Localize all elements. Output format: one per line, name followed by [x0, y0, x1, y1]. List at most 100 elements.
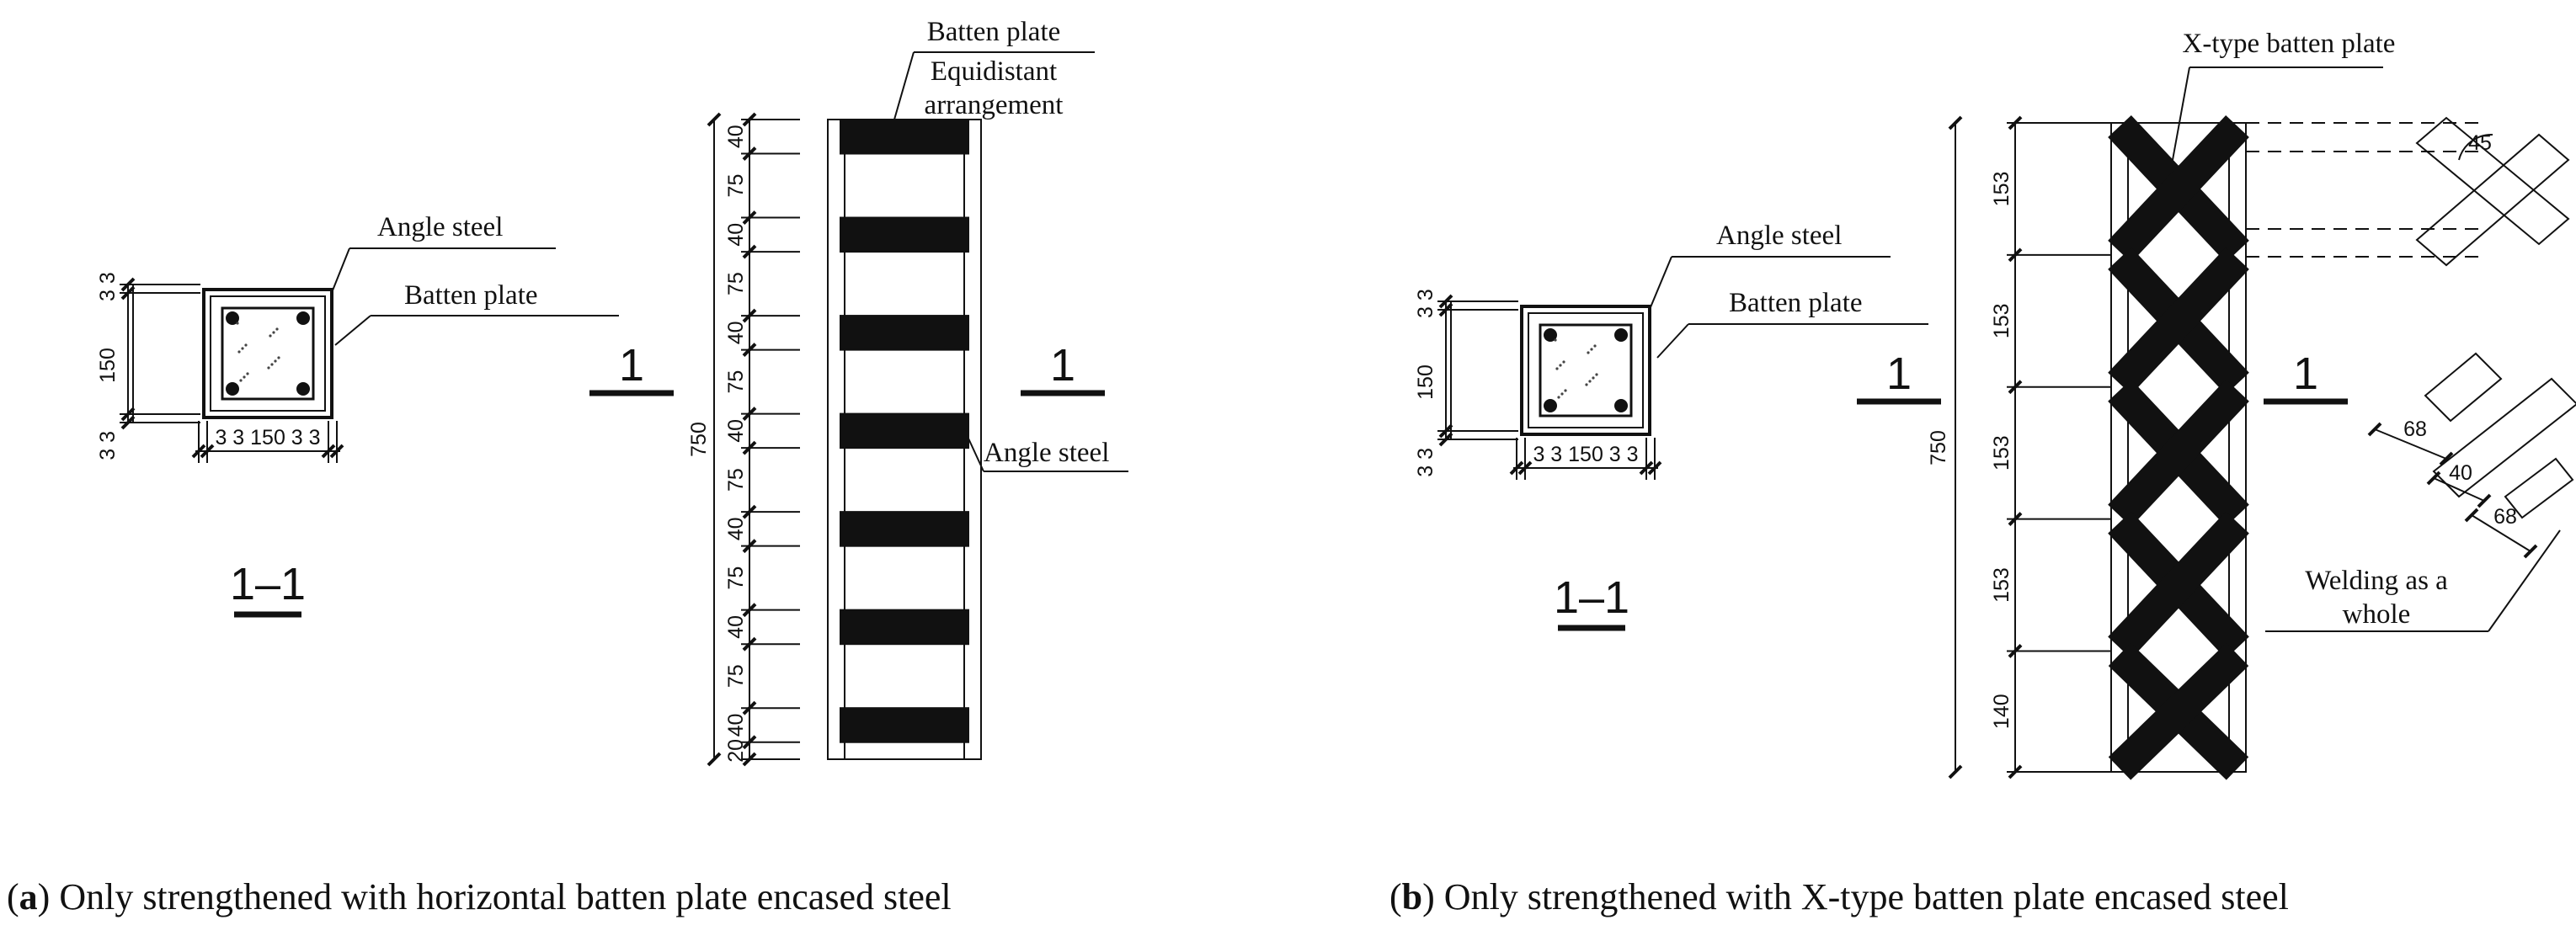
dimension-tick — [321, 444, 336, 459]
dimension-tick — [2008, 644, 2023, 658]
dimension-tick — [742, 735, 757, 750]
rebar-dot — [1544, 399, 1557, 412]
leader-welding — [2488, 529, 2561, 632]
section-label-a: 1–1 — [230, 559, 306, 609]
dimension-tick — [2008, 115, 2023, 130]
dimension-tick — [2008, 247, 2023, 263]
dim-segment: 153 — [1990, 303, 2013, 338]
section-dim-left-top: 3 3 — [1414, 289, 1437, 318]
aggregate-dot — [272, 331, 275, 334]
caption-b: (b) Only strengthened with X-type batten… — [1389, 876, 2289, 917]
detail-dim-line — [2471, 514, 2531, 552]
dim-segment: 153 — [1990, 435, 2013, 471]
aggregate-dot — [1592, 376, 1595, 380]
batten-plate-outline — [1528, 312, 1644, 428]
cut-label-right: 1 — [2293, 348, 2318, 399]
dimension-tick — [2008, 764, 2023, 779]
dim-segment: 75 — [724, 566, 748, 590]
dimension-tick — [1438, 294, 1453, 309]
detail-bar — [2415, 116, 2570, 246]
rebar-dot — [1544, 328, 1557, 342]
detail-block — [2424, 352, 2503, 423]
dimension-tick — [1438, 302, 1453, 317]
dimension-tick — [707, 112, 722, 127]
dimension-tick — [2477, 493, 2492, 508]
concrete-core — [221, 306, 315, 401]
dimension-tick — [1639, 460, 1654, 476]
aggregate-dot — [1595, 373, 1598, 376]
detail-dim-1: 68 — [2403, 417, 2427, 441]
section-dim-left-mid: 150 — [96, 348, 120, 383]
dimension-tick — [742, 752, 757, 767]
cut-label-left: 1 — [619, 340, 644, 391]
caption-b-text: Only strengthened with X-type batten pla… — [1443, 876, 2289, 917]
dimension-tick — [742, 539, 757, 554]
dim-total: 750 — [687, 422, 711, 457]
dimension-tick — [707, 752, 722, 767]
dimension-tick — [2367, 422, 2382, 437]
dimension-tick — [742, 636, 757, 651]
cut-label-right: 1 — [1050, 340, 1075, 391]
dimension-tick — [1438, 423, 1453, 439]
dim-segment: 153 — [1990, 172, 2013, 207]
dim-segment: 75 — [724, 468, 748, 492]
aggregate-dot — [1560, 392, 1564, 396]
batten-plate — [840, 216, 969, 253]
section-dim-left-mid: 150 — [1414, 364, 1437, 400]
aggregate-dot — [277, 356, 280, 359]
label-batten-plate: Batten plate — [404, 280, 538, 311]
aggregate-dot — [1564, 389, 1567, 392]
label-equidistant-1: Equidistant — [931, 56, 1057, 87]
dimension-tick — [120, 415, 136, 430]
dimension-tick — [120, 277, 136, 292]
aggregate-dot — [1555, 367, 1559, 370]
caption-a-letter: a — [19, 876, 38, 917]
aggregate-dot — [274, 359, 277, 363]
dimension-tick — [742, 504, 757, 519]
aggregate-dot — [1585, 383, 1588, 386]
x-batten-bar — [2108, 247, 2249, 395]
dimension-tick — [2008, 380, 2023, 395]
leader-batten-plate — [1656, 323, 1689, 359]
label-equidistant-2: arrangement — [925, 90, 1064, 120]
batten-plate — [840, 511, 969, 547]
label-angle-steel: Angle steel — [1716, 221, 1842, 251]
caption-a: (a) Only strengthened with horizontal ba… — [7, 876, 952, 917]
dimension-tick — [742, 343, 757, 358]
rebar-dot — [296, 311, 310, 325]
dim-segment: 75 — [724, 370, 748, 394]
dimension-tick — [742, 244, 757, 259]
caption-a-text: Only strengthened with horizontal batten… — [59, 876, 952, 917]
section-label-b: 1–1 — [1554, 572, 1629, 623]
batten-plate — [840, 707, 969, 743]
aggregate-dot — [243, 375, 246, 379]
section-dim-left-bot: 3 3 — [1414, 448, 1437, 477]
rebar-dot — [1614, 328, 1628, 342]
rebar-dot — [296, 382, 310, 396]
aggregate-dot — [244, 343, 248, 347]
dim-segment: 40 — [724, 125, 748, 148]
leader-elev-batten — [893, 51, 915, 120]
leader-x-type — [2172, 66, 2190, 161]
dimension-tick — [2464, 508, 2479, 523]
dimension-tick — [1438, 432, 1453, 447]
dimension-tick — [742, 700, 757, 715]
dimension-tick — [120, 407, 136, 422]
rebar-dot — [226, 311, 239, 325]
dim-segment: 40 — [724, 223, 748, 247]
leader-angle-steel — [1650, 256, 1672, 308]
label-batten-plate: Batten plate — [1729, 288, 1863, 318]
dimension-tick — [742, 407, 757, 422]
x-batten-bar — [2108, 511, 2249, 659]
dimension-tick — [742, 112, 757, 127]
leader-elev-angle — [963, 428, 984, 472]
dimension-tick — [742, 308, 757, 323]
dim-segment: 75 — [724, 272, 748, 295]
leader-angle-steel — [332, 247, 350, 291]
dim-total: 750 — [1927, 430, 1950, 465]
dimension-tick — [742, 440, 757, 455]
aggregate-dot — [1557, 396, 1560, 399]
aggregate-dot — [267, 366, 270, 370]
batten-plate — [840, 315, 969, 351]
x-batten-bar — [2108, 114, 2249, 263]
